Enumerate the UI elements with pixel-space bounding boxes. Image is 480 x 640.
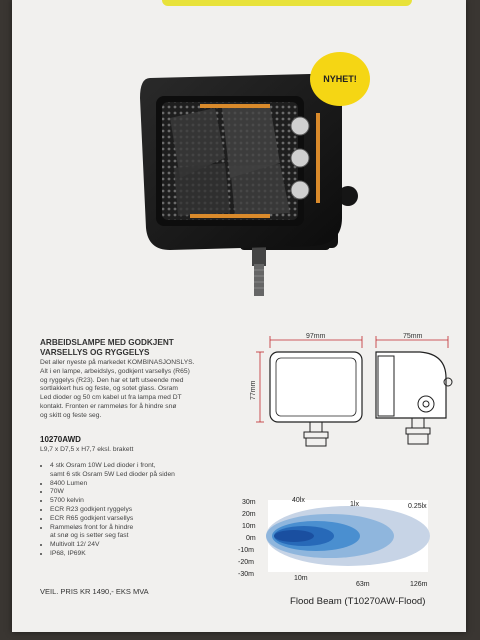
spec-item: IP68, IP69K (50, 550, 240, 559)
y-label: -20m (238, 559, 254, 566)
depth-label: 75mm (403, 333, 423, 340)
product-description: Det aller nyeste på markedet KOMBINASJON… (40, 359, 245, 421)
x-label: 126m (410, 581, 428, 588)
spec-item: Multivolt 12/ 24V (50, 541, 240, 550)
heading-line: ARBEIDSLAMPE MED GODKJENT (40, 338, 174, 347)
description-line: og ryggelys (R23). Den har et tøft utsee… (40, 376, 184, 384)
y-label: 30m (242, 499, 256, 506)
new-badge: NYHET! (310, 52, 370, 106)
beam-pattern-diagram: 30m 20m 10m 0m -10m -20m -30m 40lx 1lx 0… (238, 497, 430, 588)
spec-item: 8400 Lumen (50, 480, 240, 489)
y-label: 10m (242, 523, 256, 530)
description-line: Det aller nyeste på markedet KOMBINASJON… (40, 359, 195, 366)
spec-item-continuation: samt 6 stk Osram 5W Led dioder på siden (50, 470, 175, 478)
beam-caption: Flood Beam (T10270AW-Flood) (290, 596, 426, 607)
work-lamp-image (140, 74, 358, 296)
description-line: Alt i en lampe, arbeidslys, godkjent var… (40, 367, 190, 375)
description-line: Led dioder og 50 cm kabel ut fra lampa m… (40, 394, 182, 402)
spec-item: 4 stk Osram 10W Led dioder i front, (50, 462, 240, 471)
height-label: 77mm (250, 380, 257, 400)
spec-item: 5700 kelvin (50, 497, 240, 506)
spec-item: ECR R65 godkjent varsellys (50, 515, 240, 524)
y-label: -30m (238, 571, 254, 578)
price-text: VEIL. PRIS KR 1490,- EKS MVA (40, 587, 149, 596)
description-line: kontakt. Fronten er rammeløs for å hindr… (40, 402, 177, 410)
y-label: -10m (238, 547, 254, 554)
dimension-drawing: 97mm 75mm 77mm (250, 333, 453, 447)
lux-label: 40lx (292, 497, 305, 504)
spec-item: ECR R23 godkjent ryggelys (50, 506, 240, 515)
width-label: 97mm (306, 333, 326, 340)
description-line: sortlakkert hus og feste, og sotet glass… (40, 385, 178, 393)
lux-label: 1lx (350, 501, 359, 508)
brochure-page: NYHET! ARBEIDSLAMPE MED GODKJENT VARSELL… (12, 0, 466, 632)
lux-label: 0.25lx (408, 503, 427, 510)
spec-item-continuation: at snø og is setter seg fast (50, 532, 129, 540)
x-label: 63m (356, 581, 370, 588)
product-dimensions: L9,7 x D7,5 x H7,7 eksl. brakett (40, 446, 134, 453)
heading-line: VARSELLYS OG RYGGELYS (40, 348, 150, 357)
spec-item: 70W (50, 488, 240, 497)
y-label: 20m (242, 511, 256, 518)
spec-item: Rammeløs front for å hindre (50, 524, 240, 533)
spec-list: 4 stk Osram 10W Led dioder i front, samt… (40, 462, 240, 559)
description-line: og skitt og feste seg. (40, 411, 102, 419)
product-code: 10270AWD (40, 435, 81, 444)
x-label: 10m (294, 575, 308, 582)
product-heading: ARBEIDSLAMPE MED GODKJENT VARSELLYS OG R… (40, 338, 240, 358)
top-accent-strip (162, 0, 412, 6)
y-label: 0m (246, 535, 256, 542)
